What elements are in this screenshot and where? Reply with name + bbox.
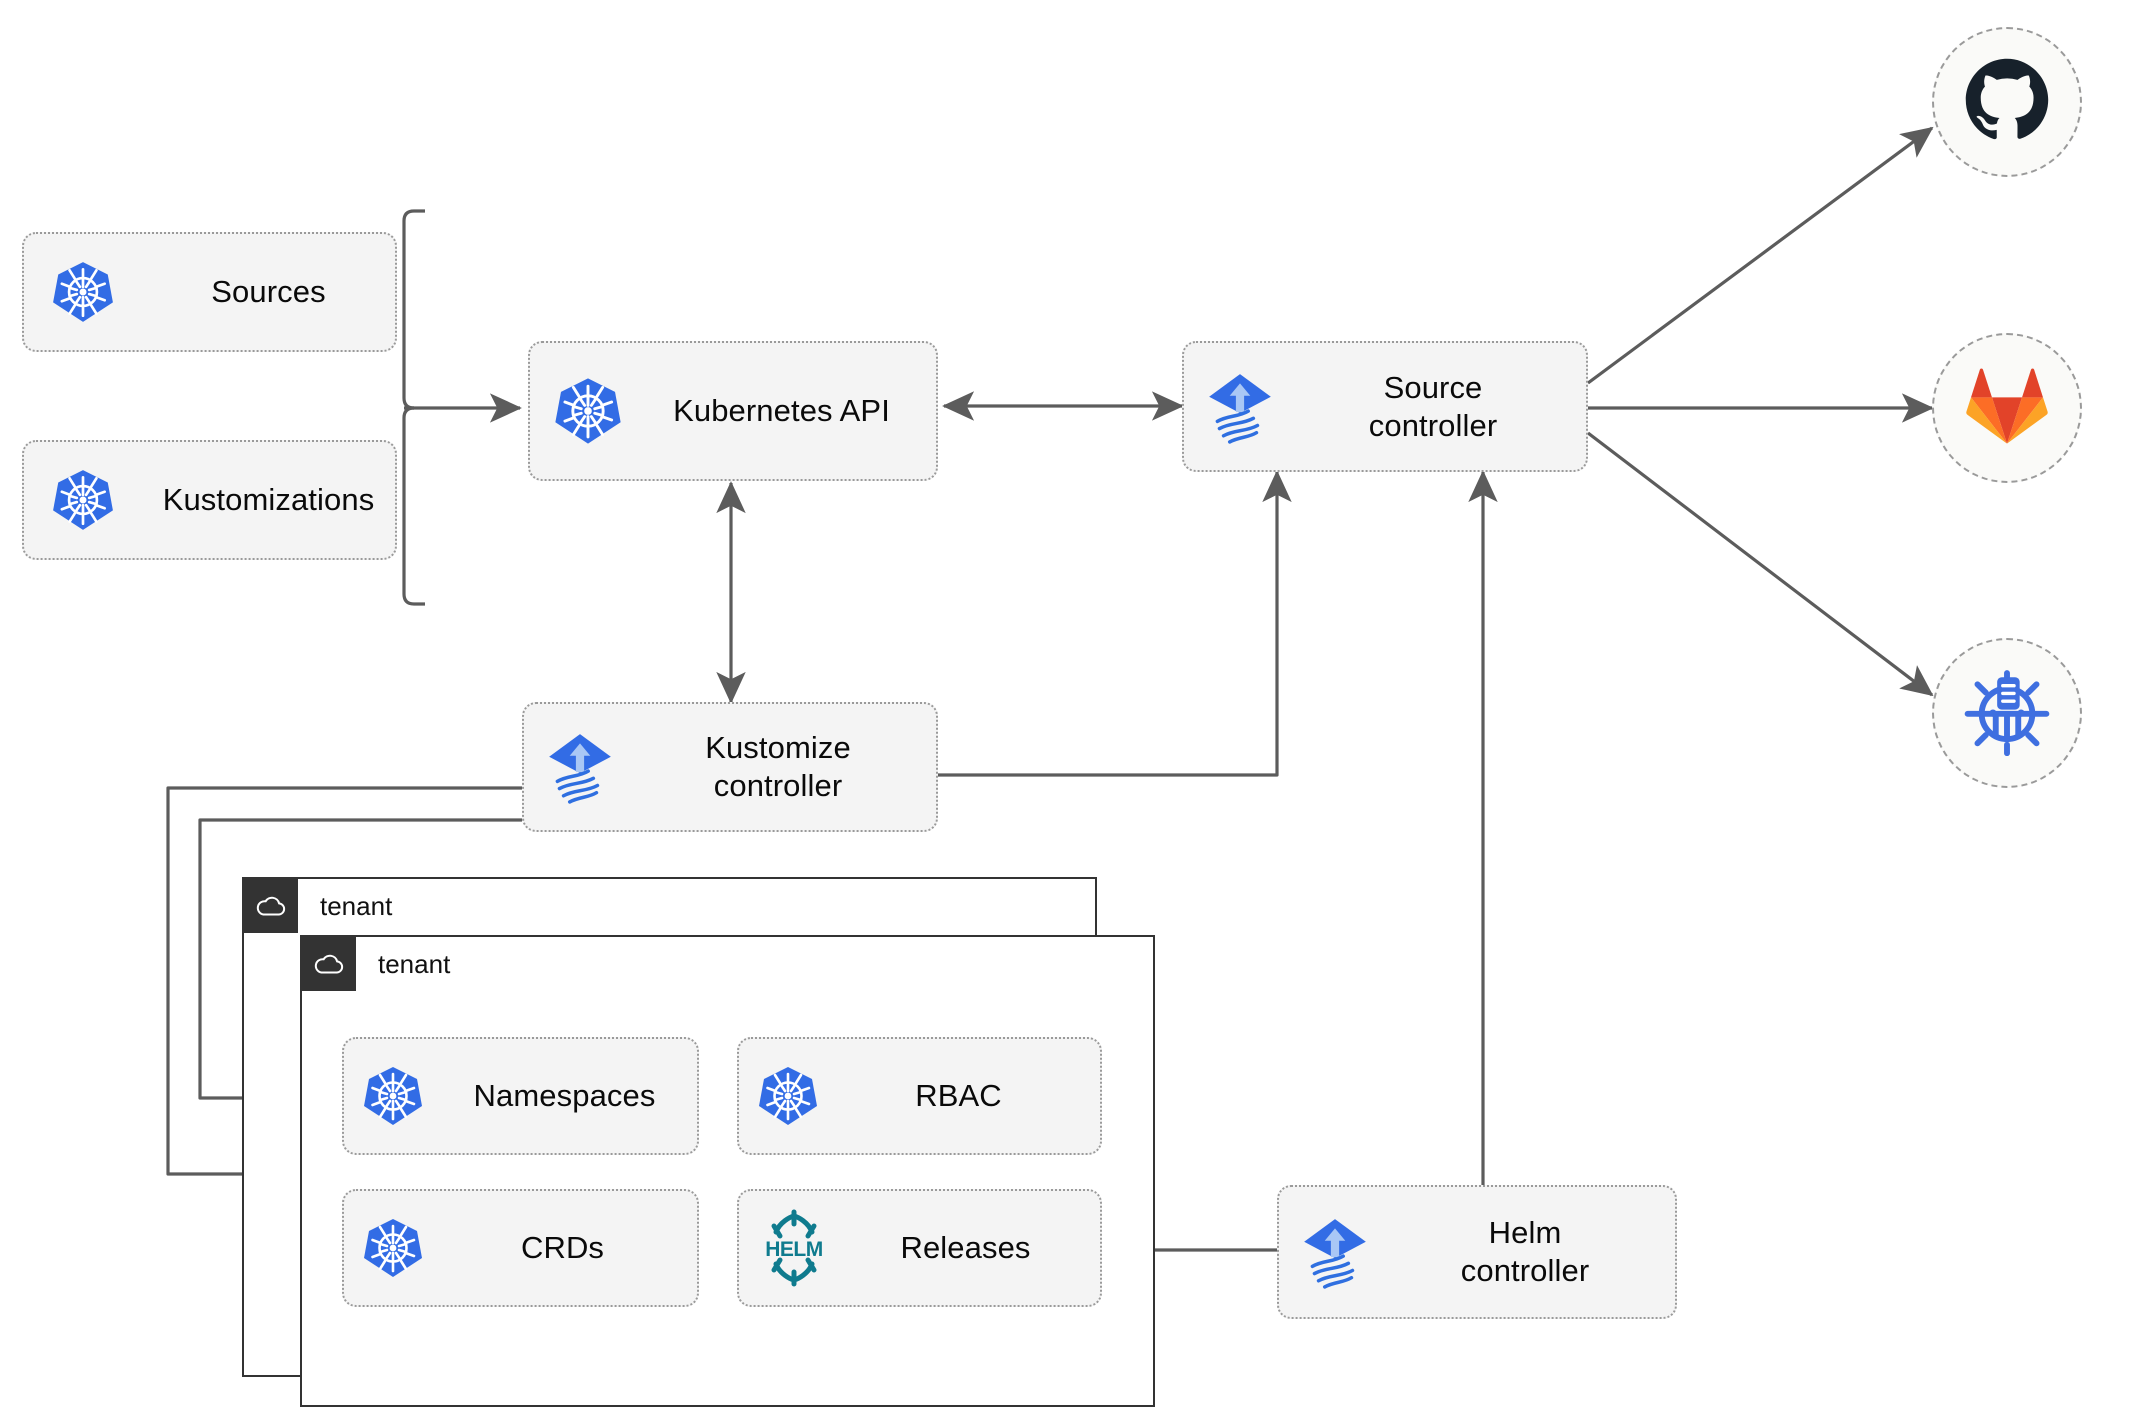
edge-sourcecontroller-github [1587, 126, 1934, 385]
kubernetes-icon [344, 1064, 442, 1128]
edge-kustomizecontroller-sourcecontroller [938, 470, 1292, 777]
kubernetes-icon [530, 375, 645, 447]
node-label: Helm controller [1460, 1215, 1590, 1288]
node-label: Kustomizations [162, 482, 375, 518]
edge-bracket-lower [402, 406, 425, 606]
edge-bracket [402, 209, 425, 410]
node-label: Kustomize controller [705, 730, 851, 803]
kubernetes-icon [24, 259, 142, 325]
flux-icon [1184, 370, 1296, 444]
node-label: Releases [900, 1230, 1031, 1266]
node-sources[interactable]: Sources [22, 232, 397, 352]
node-label: Kubernetes API [673, 393, 890, 429]
tenant-header: tenant [302, 937, 1072, 991]
node-releases[interactable]: HELM Releases [737, 1189, 1102, 1307]
cloud-icon [302, 937, 356, 991]
helm-icon: HELM [739, 1208, 849, 1288]
node-label: Sources [211, 274, 326, 310]
node-label: Namespaces [473, 1078, 656, 1114]
node-helm-controller[interactable]: Helm controller [1277, 1185, 1677, 1319]
node-source-controller[interactable]: Source controller [1182, 341, 1588, 472]
provider-github[interactable] [1932, 27, 2082, 177]
flux-icon [1279, 1215, 1391, 1289]
helm-chart-icon [1962, 666, 2052, 761]
node-kustomizations[interactable]: Kustomizations [22, 440, 397, 560]
cloud-icon [244, 879, 298, 933]
gitlab-icon [1966, 367, 2048, 450]
kubernetes-icon [739, 1064, 837, 1128]
edge-sourcecontroller-helmrepo [1587, 431, 1934, 697]
svg-text:HELM: HELM [765, 1238, 823, 1261]
flux-icon [524, 730, 636, 804]
provider-helm-repository[interactable] [1932, 638, 2082, 788]
node-namespaces[interactable]: Namespaces [342, 1037, 699, 1155]
tenant-label: tenant [378, 948, 451, 979]
kubernetes-icon [344, 1216, 442, 1280]
tenant-label: tenant [320, 890, 393, 921]
node-kubernetes-api[interactable]: Kubernetes API [528, 341, 938, 481]
node-rbac[interactable]: RBAC [737, 1037, 1102, 1155]
provider-gitlab[interactable] [1932, 333, 2082, 483]
node-label: CRDs [520, 1230, 605, 1266]
node-label: RBAC [915, 1078, 1002, 1114]
node-label: Source controller [1368, 369, 1498, 443]
node-kustomize-controller[interactable]: Kustomize controller [522, 702, 938, 832]
github-icon [1964, 57, 2050, 148]
kubernetes-icon [24, 467, 142, 533]
tenant-header: tenant [244, 879, 1014, 933]
node-crds[interactable]: CRDs [342, 1189, 699, 1307]
tenant-container-front[interactable]: tenant [300, 935, 1155, 1407]
